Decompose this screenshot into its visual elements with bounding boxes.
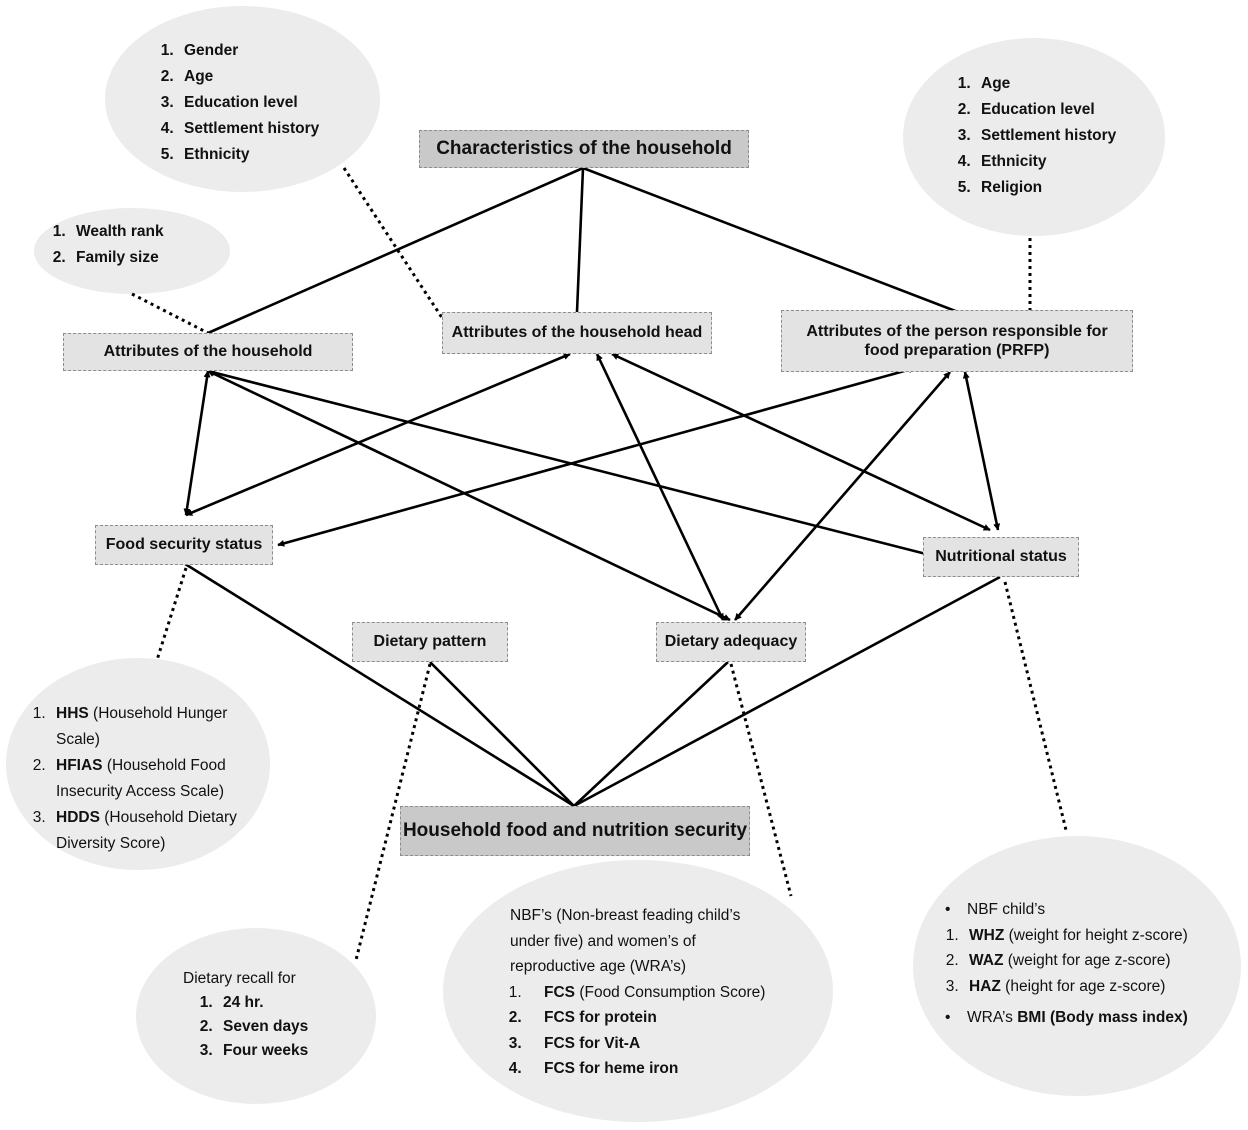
bubble-household-attributes — [34, 208, 230, 294]
list-item: FCS for protein — [526, 1005, 780, 1031]
node-food-security-status: Food security status — [95, 525, 273, 565]
nutrition-bullet-child: •NBF child’s — [945, 901, 1046, 918]
indicator-abbr: WAZ — [969, 952, 1004, 969]
list-head-attributes: Gender Age Education level Settlement hi… — [152, 38, 319, 168]
list-item: Settlement history — [975, 123, 1116, 149]
indicator-abbr: HDDS — [56, 809, 100, 826]
list-item: Religion — [975, 175, 1116, 201]
indicator-abbr: HFIAS — [56, 757, 103, 774]
list-item: Education level — [975, 97, 1116, 123]
list-dietary-adequacy-indicators: NBF’s (Non-breast feading child’s under … — [510, 903, 780, 1082]
list-prfp-attributes: Age Education level Settlement history E… — [949, 71, 1116, 201]
indicator-desc: (Household Hunger Scale) — [56, 705, 228, 748]
bubble-nutrition-indicators — [913, 836, 1241, 1096]
bullet-prefix: WRA’s — [967, 1009, 1018, 1026]
list-item: Ethnicity — [178, 142, 319, 168]
list-item: Seven days — [217, 1015, 308, 1039]
list-item: Education level — [178, 90, 319, 116]
node-attributes-of-household-head: Attributes of the household head — [442, 312, 712, 354]
node-characteristics-of-household: Characteristics of the household — [419, 130, 749, 168]
list-dietary-recall: Dietary recall for 24 hr. Seven days Fou… — [183, 967, 308, 1063]
list-household-attributes: Wealth rank Family size — [44, 219, 164, 271]
list-item: HHS (Household Hunger Scale) — [50, 701, 256, 753]
indicator-abbr: HAZ — [969, 977, 1001, 995]
list-item: HFIAS (Household Food Insecurity Access … — [50, 753, 256, 805]
list-nutrition-indicators: •NBF child’s WHZ (weight for height z-sc… — [945, 897, 1235, 1031]
node-nutritional-status: Nutritional status — [923, 537, 1079, 577]
list-food-security-indicators: HHS (Household Hunger Scale) HFIAS (Hous… — [24, 701, 256, 857]
indicator-desc: (weight for age z-score) — [1007, 952, 1171, 969]
list-item: Four weeks — [217, 1039, 308, 1063]
list-item: Gender — [178, 38, 319, 64]
bubble-head-attributes — [105, 6, 380, 192]
list-item: FCS for Vit-A — [526, 1031, 780, 1057]
recall-intro: Dietary recall for — [183, 970, 296, 987]
list-item: Age — [178, 64, 319, 90]
bullet-bold: BMI (Body mass index) — [1017, 1009, 1188, 1026]
node-dietary-adequacy: Dietary adequacy — [656, 622, 806, 662]
bullet-text: NBF child’s — [967, 901, 1046, 918]
list-item: Family size — [70, 245, 164, 271]
list-item: Settlement history — [178, 116, 319, 142]
list-item: Wealth rank — [70, 219, 164, 245]
indicator-desc: (Food Consumption Score) — [579, 983, 766, 1001]
indicator-abbr: HHS — [56, 705, 89, 722]
node-household-food-nutrition-security: Household food and nutrition security — [400, 806, 750, 856]
list-item: HDDS (Household Dietary Diversity Score) — [50, 805, 256, 857]
node-attributes-of-household: Attributes of the household — [63, 333, 353, 371]
indicator-abbr: FCS — [544, 983, 575, 1001]
indicator-desc: (height for age z-score) — [1005, 977, 1166, 995]
indicator-desc: (Household Food Insecurity Access Scale) — [56, 757, 226, 800]
nutrition-bullet-wra: •WRA’s BMI (Body mass index) — [945, 1009, 1188, 1026]
list-item: HAZ (height for age z-score) — [963, 974, 1235, 1000]
list-item: 24 hr. — [217, 991, 308, 1015]
adequacy-intro: NBF’s (Non-breast feading child’s under … — [510, 907, 741, 975]
bubble-dietary-recall — [136, 928, 376, 1104]
list-item: WAZ (weight for age z-score) — [963, 948, 1235, 974]
list-item: Ethnicity — [975, 149, 1116, 175]
bubble-food-security-indicators — [6, 658, 270, 870]
list-item: FCS for heme iron — [526, 1056, 780, 1082]
list-item: WHZ (weight for height z-score) — [963, 923, 1235, 949]
list-item: Age — [975, 71, 1116, 97]
indicator-desc: (weight for height z-score) — [1008, 926, 1188, 944]
list-item: FCS (Food Consumption Score) — [526, 980, 780, 1006]
bubble-prfp-attributes — [903, 38, 1165, 236]
node-attributes-of-prfp: Attributes of the person responsible for… — [781, 310, 1133, 372]
indicator-abbr: WHZ — [969, 926, 1005, 944]
node-dietary-pattern: Dietary pattern — [352, 622, 508, 662]
bubble-dietary-adequacy-indicators — [443, 860, 833, 1122]
indicator-desc: (Household Dietary Diversity Score) — [56, 809, 237, 852]
